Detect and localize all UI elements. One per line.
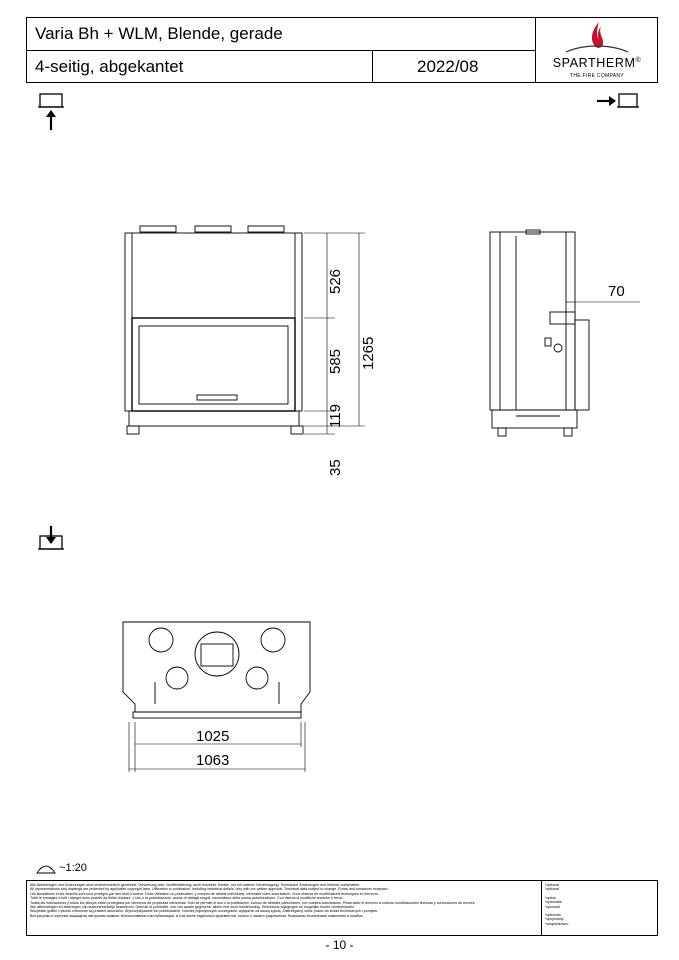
optional-label: *opzionale: [545, 900, 562, 905]
legal-text: Alle Abbildungen und Zeichnungen sind ur…: [30, 883, 538, 918]
dim-window-height: 585: [327, 348, 344, 374]
scale-value: ~1:20: [59, 862, 87, 874]
document-subtitle: 4-seitig, abgekantet: [35, 57, 184, 76]
document-title: Varia Bh + WLM, Blende, gerade: [35, 24, 283, 43]
brand-logo: SPARTHERM® THE FIRE COMPANY: [536, 18, 658, 83]
dim-top-height: 526: [327, 268, 344, 294]
dim-foot-height: 35: [327, 459, 344, 476]
document-date: 2022/08: [417, 57, 479, 76]
scale-icon: [36, 865, 56, 874]
legal-line: Alle Abbildungen und Zeichnungen sind ur…: [30, 883, 361, 887]
dim-inner-width: 1025: [196, 728, 230, 745]
top-view-drawing: [122, 621, 311, 772]
legal-line: Все рисунки и чертежи защищены авторским…: [30, 913, 364, 918]
optional-label: *optional: [545, 883, 559, 887]
brand-registered-mark: ®: [635, 56, 642, 64]
legal-line: Alle afbeeldingen en tekeningen zijn aut…: [30, 905, 356, 910]
front-view-icon: [38, 93, 64, 130]
optional-label: *option: [545, 895, 557, 900]
optional-label: *opcjonalny: [545, 917, 564, 922]
legal-line: Les illustrations et les dessins sont to…: [30, 891, 379, 896]
brand-name: SPARTHERM: [552, 56, 636, 70]
scale-indicator: ~1:20: [36, 862, 87, 874]
brand-tagline: THE FIRE COMPANY: [570, 73, 624, 79]
subtitle-row: 4-seitig, abgekantet 2022/08: [27, 51, 535, 83]
legal-line: Todas las ilustraciones y todos los dibu…: [30, 900, 476, 905]
optional-label: *opcional: [545, 904, 560, 909]
side-view-drawing: [489, 229, 640, 437]
dim-side-depth: 70: [608, 283, 625, 300]
optional-label: *опционально: [545, 921, 569, 926]
optional-legend: *optional *optional *option *opzionale *…: [545, 883, 655, 926]
top-view-icon: [38, 526, 64, 550]
optional-label: *optionele: [545, 913, 561, 918]
front-view-drawing: [124, 225, 365, 435]
optional-label: *optional: [545, 887, 559, 892]
dim-outer-width: 1063: [196, 752, 230, 769]
page-number: - 10 -: [325, 938, 354, 952]
flame-icon: [565, 22, 629, 53]
dim-bottom-gap: 119: [327, 404, 344, 428]
side-view-icon: [597, 93, 639, 108]
dim-total-height: 1265: [360, 336, 377, 370]
legal-footer: Alle Abbildungen und Zeichnungen sind ur…: [26, 880, 658, 936]
legal-line: Tutte le immagini e tutti i disegni sono…: [30, 896, 344, 901]
title-row: Varia Bh + WLM, Blende, gerade: [27, 18, 535, 51]
legal-line: Wszystkie grafiki i rysunki chronione są…: [30, 909, 379, 914]
legal-line: All representations and drawings are pro…: [30, 887, 389, 892]
title-block: Varia Bh + WLM, Blende, gerade 4-seitig,…: [26, 17, 658, 83]
